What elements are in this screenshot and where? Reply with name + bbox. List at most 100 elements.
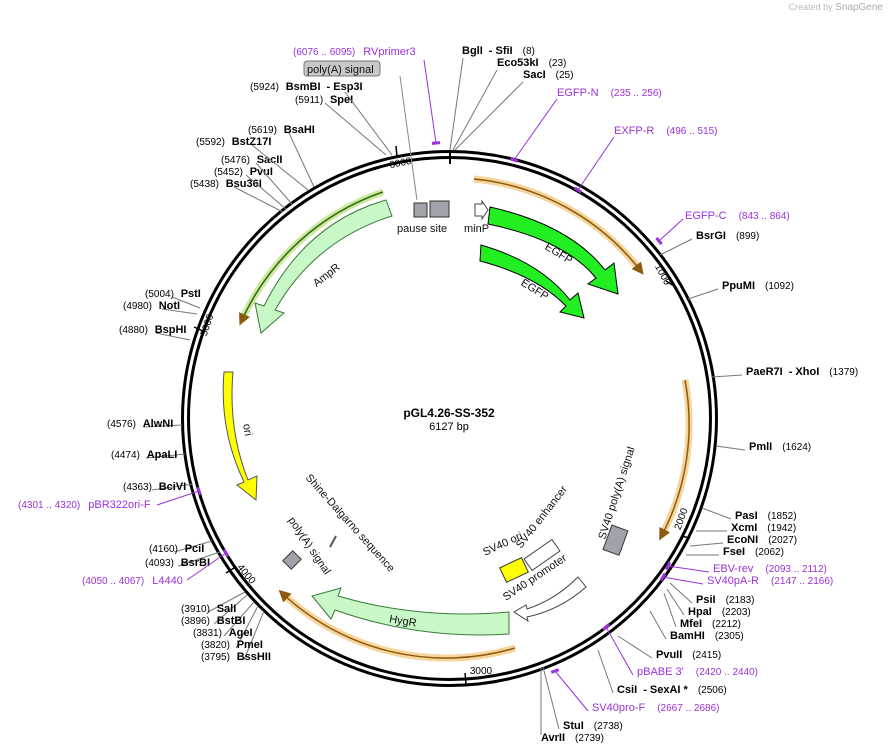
enzyme-position: (2212) [712, 619, 741, 630]
enzyme-label: (5592) BstZ17I [196, 136, 271, 148]
primer-range: (4050 .. 4067) [82, 576, 144, 587]
enzyme-label: (5004) PstI [145, 288, 201, 300]
enzyme-name: XcmI [731, 522, 757, 534]
enzyme-label: PasI(1852) [735, 510, 797, 522]
enzyme-label: (4363) BciVI [123, 481, 186, 493]
polya-inner-box [282, 550, 302, 570]
enzyme-site: (4880) BspHI [119, 324, 191, 341]
enzyme-position: (2305) [715, 631, 744, 642]
enzyme-name: SacI [523, 69, 546, 81]
primer-leader-line [577, 136, 615, 191]
primer-marker [601, 623, 611, 631]
primer-marker [664, 561, 672, 571]
primer-site: (6076 .. 6095)RVprimer3 [293, 46, 441, 145]
enzyme-label: BsrGI (899) [696, 230, 759, 242]
enzyme-label: PsiI(2183) [696, 594, 754, 606]
enzyme-site: PvuII(2415) [617, 635, 721, 661]
enzyme-site: (4363) BciVI [123, 481, 194, 493]
primer-leader-line [658, 218, 684, 242]
enzyme-label: PmlI(1624) [749, 441, 811, 453]
enzyme-name: AvrII [541, 732, 565, 744]
enzyme-name: PstI [181, 288, 201, 300]
enzyme-site: PaeR7I- XhoI(1379) [711, 366, 858, 378]
enzyme-label: (5924) BsmBI- Esp3I [250, 81, 363, 93]
enzyme-name: EcoNI [727, 534, 758, 546]
enzyme-position: (899) [736, 231, 759, 242]
enzyme-leader-line [344, 91, 393, 156]
enzyme-leader-line [687, 288, 719, 300]
enzyme-site: (3831) AgeI [193, 601, 255, 639]
primer-leader-line [513, 98, 558, 161]
enzyme-label: (3831) AgeI [193, 627, 253, 639]
enzyme-position: (3831) [193, 628, 225, 639]
primer-name: EXFP-R [614, 125, 654, 137]
enzyme-name: BstZ17I [232, 136, 272, 148]
enzyme-label: PvuII(2415) [656, 649, 721, 661]
primer-leader-line [423, 59, 437, 144]
enzyme-site: (4160) PciI [149, 540, 213, 555]
enzyme-leader-line [243, 610, 265, 661]
enzyme-leader-line [597, 649, 614, 694]
enzyme-label: (3910) SalI [181, 603, 236, 615]
enzyme-site: AvrII(2739) [540, 668, 604, 744]
minp-label: minP [464, 223, 489, 235]
primer-range: (843 .. 864) [739, 211, 790, 222]
enzyme-name: SalI [217, 603, 237, 615]
plasmid-length: 6127 bp [429, 421, 469, 433]
enzyme-leader-line [452, 69, 498, 151]
enzyme-site: (5924) BsmBI- Esp3I [250, 81, 393, 156]
ori-label: ori [240, 423, 254, 437]
pause-site-box-1 [413, 202, 428, 218]
enzyme-label: Eco53kI(23) [497, 57, 566, 69]
enzyme-name: FseI [723, 546, 745, 558]
enzyme-position: (5476) [221, 155, 253, 166]
enzyme-name: MfeI [680, 618, 702, 630]
enzyme-name: PmeI [237, 639, 263, 651]
enzyme-name: PciI [185, 543, 205, 555]
enzyme-position: (1379) [829, 367, 858, 378]
primer-name: pBR322ori-F [88, 499, 151, 511]
primer-site: EGFP-C(843 .. 864) [655, 210, 790, 246]
enzyme-label: (4980) NotI [123, 300, 180, 312]
enzyme-label: (5619) BsaHI [248, 124, 315, 136]
enzyme-label: (4160) PciI [149, 543, 204, 555]
enzyme-position: (4576) [107, 419, 139, 430]
minp-arrow [474, 199, 489, 221]
primer-range: (235 .. 256) [611, 88, 662, 99]
enzyme-position: (5592) [196, 137, 228, 148]
enzyme-name: PvuII [656, 649, 682, 661]
primer-marker [550, 668, 560, 674]
enzyme-label: SacI(25) [523, 69, 573, 81]
primer-label: (4301 .. 4320)pBR322ori-F [18, 499, 151, 511]
enzyme-site: HpaI(2203) [666, 588, 751, 618]
orange-feature-arcs [238, 175, 693, 662]
primer-range: (2667 .. 2686) [657, 703, 719, 714]
enzyme-position: (1092) [765, 281, 794, 292]
enzyme-leader-line [454, 81, 524, 151]
enzyme-site: (3896) BstBI [181, 594, 248, 627]
enzyme-name: HpaI [688, 606, 712, 618]
enzyme-position: (1624) [782, 442, 811, 453]
primer-label: (6076 .. 6095)RVprimer3 [293, 46, 416, 58]
enzyme-name: BciVI [159, 481, 187, 493]
enzyme-leader-line [143, 424, 183, 428]
enzyme-leader-line [649, 610, 667, 640]
enzyme-site: (5619) BsaHI [248, 124, 315, 188]
enzyme-leader-line [177, 551, 221, 567]
enzyme-position: (5452) [214, 167, 246, 178]
enzyme-name: BsrGI [696, 230, 726, 242]
enzyme-position: (2183) [726, 595, 755, 606]
primer-label: EXFP-R(496 .. 515) [614, 125, 718, 137]
tick-marks [193, 145, 691, 685]
enzyme-name: SpeI [330, 94, 353, 106]
enzyme-label: MfeI (2212) [680, 618, 741, 630]
enzyme-leader-line [171, 296, 201, 309]
enzyme-site: BglI- SfiI(8) [449, 45, 535, 151]
enzyme-isoschizomer: - SexAI * [643, 684, 688, 696]
enzyme-position: (2027) [768, 535, 797, 546]
primer-range: (2420 .. 2440) [696, 667, 758, 678]
primer-label: (4050 .. 4067)L4440 [82, 575, 183, 587]
primer-marker [222, 548, 230, 558]
enzyme-leader-line [711, 374, 743, 378]
